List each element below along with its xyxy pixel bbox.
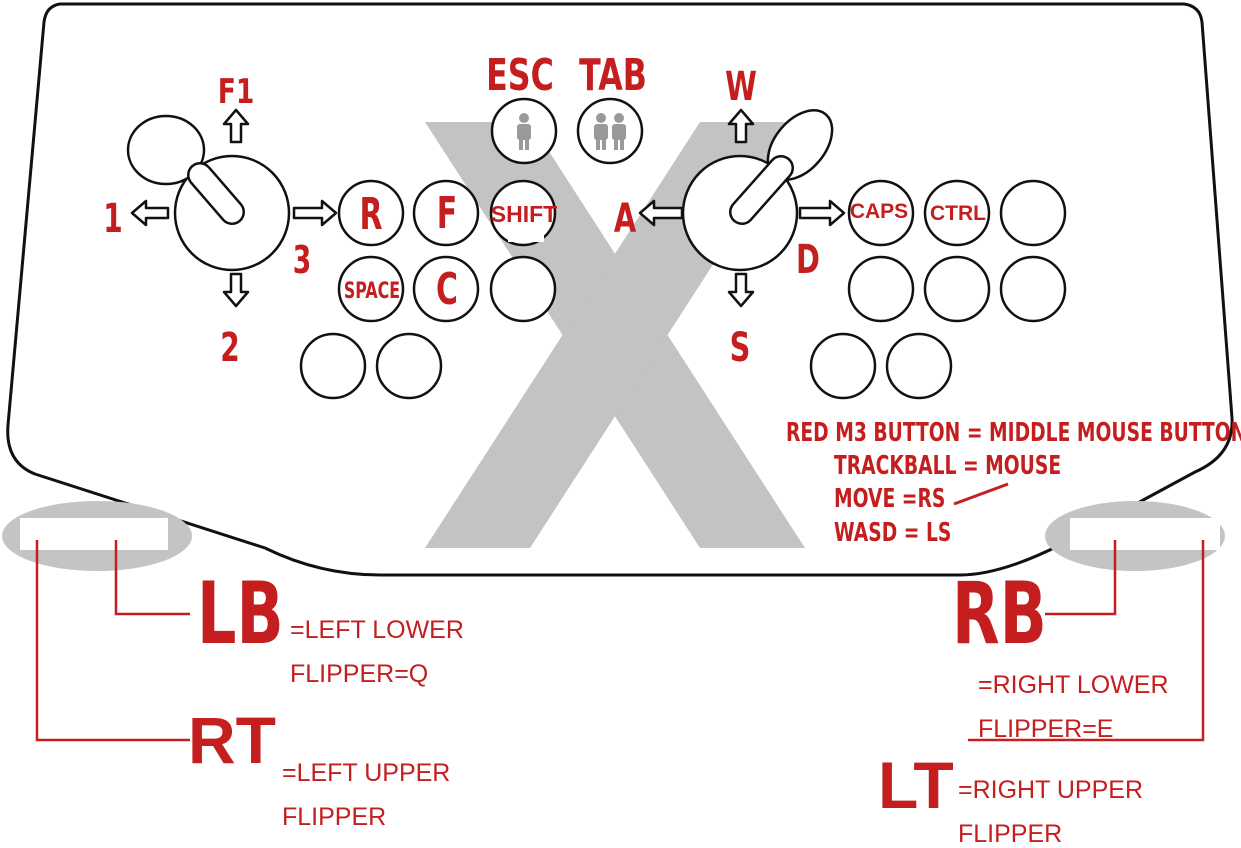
lt-desc-line2: FLIPPER — [958, 820, 1062, 848]
rb-desc-line1: =RIGHT LOWER — [978, 671, 1169, 699]
blank-button-left-2[interactable] — [299, 332, 367, 400]
rb-desc-line2: FLIPPER=E — [978, 715, 1113, 743]
blank-button-left-3[interactable] — [375, 332, 443, 400]
blank-button-right-3[interactable] — [923, 255, 991, 323]
space-button[interactable] — [337, 255, 405, 323]
rb-leader-line — [1045, 540, 1117, 616]
left-bumper[interactable] — [2, 501, 192, 571]
right-stick-left-label: A — [614, 196, 636, 242]
right-bumper[interactable] — [1045, 501, 1225, 571]
right-stick-right-arrow — [798, 199, 846, 227]
left-stick-down-arrow — [222, 272, 250, 308]
blank-button-right-4[interactable] — [999, 255, 1067, 323]
blank-button-left-1[interactable] — [489, 255, 557, 323]
shift-label-backdrop — [508, 200, 544, 242]
note-trackball: TRACKBALL = MOUSE — [834, 451, 1061, 481]
rt-title: RT — [188, 703, 276, 777]
r-button[interactable] — [337, 179, 405, 247]
note-wasd: WASD = LS — [834, 518, 951, 548]
space-label: SPACE — [344, 277, 400, 303]
caps-button[interactable] — [847, 179, 915, 247]
r-label: R — [359, 188, 382, 239]
shift-label: SHIFT — [491, 201, 557, 227]
note-move: MOVE =RS — [834, 484, 945, 514]
one-player-icon — [517, 113, 531, 150]
c-label: C — [436, 263, 458, 314]
right-stick-up-label: W — [725, 64, 757, 110]
lb-desc-line2: FLIPPER=Q — [290, 660, 428, 688]
lb-leader-line — [114, 540, 190, 616]
left-stick-left-label: 1 — [103, 196, 122, 242]
lb-desc-line1: =LEFT LOWER — [290, 616, 464, 644]
left-stick-right-arrow — [292, 199, 338, 227]
right-joystick[interactable] — [681, 98, 845, 272]
blank-button-right-5[interactable] — [809, 332, 877, 400]
ctrl-button[interactable] — [923, 179, 991, 247]
left-stick-left-arrow — [130, 199, 170, 227]
tab-button[interactable] — [576, 97, 644, 165]
blank-button-right-1[interactable] — [999, 179, 1067, 247]
rt-desc-line2: FLIPPER — [282, 803, 386, 831]
note-move-underline — [953, 482, 1009, 506]
tab-label: TAB — [579, 50, 647, 102]
left-stick-up-label: F1 — [218, 73, 255, 112]
blank-button-right-6[interactable] — [885, 332, 953, 400]
lt-title: LT — [878, 748, 954, 822]
ctrl-label: CTRL — [930, 202, 986, 225]
lt-desc-line1: =RIGHT UPPER — [958, 776, 1143, 804]
left-joystick[interactable] — [126, 114, 291, 272]
blank-button-right-2[interactable] — [847, 255, 915, 323]
f-label: F — [437, 187, 457, 238]
right-stick-up-arrow — [727, 108, 755, 144]
rt-leader-line — [35, 540, 190, 742]
right-stick-left-arrow — [638, 199, 684, 227]
left-stick-up-arrow — [222, 108, 250, 144]
c-button[interactable] — [412, 255, 480, 323]
rb-title: RB — [952, 563, 1047, 664]
lt-leader-line — [968, 540, 1205, 742]
rt-desc-line1: =LEFT UPPER — [282, 759, 450, 787]
right-stick-down-label: S — [730, 325, 751, 371]
caps-label: CAPS — [850, 200, 908, 223]
esc-label: ESC — [486, 50, 554, 102]
left-stick-down-label: 2 — [220, 325, 239, 371]
note-m3-button: RED M3 BUTTON = MIDDLE MOUSE BUTTON — [786, 418, 1241, 448]
right-stick-down-arrow — [727, 272, 755, 308]
esc-button[interactable] — [490, 97, 558, 165]
two-player-icon — [594, 113, 626, 150]
lb-title: LB — [197, 563, 284, 664]
right-stick-right-label: D — [796, 237, 820, 283]
left-stick-right-label: 3 — [293, 238, 312, 282]
f-button[interactable] — [412, 179, 480, 247]
